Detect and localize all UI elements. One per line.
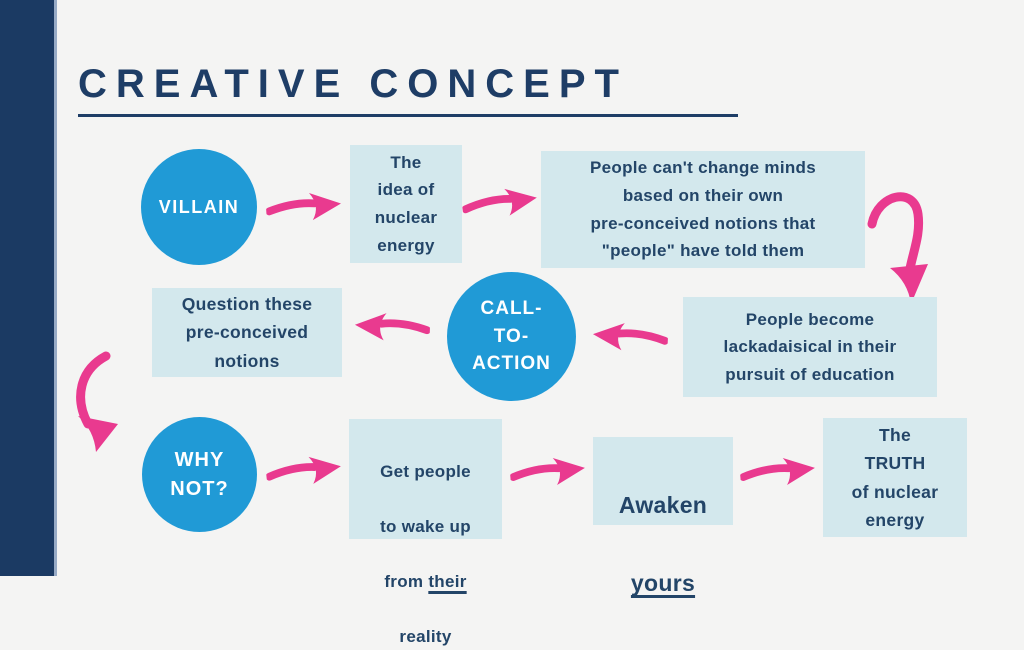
arrow-left-icon	[589, 316, 669, 356]
wake-line-3: from their	[384, 571, 467, 591]
arrow-right-icon	[460, 179, 542, 224]
page-title: CREATIVE CONCEPT	[78, 62, 628, 106]
node-villain: VILLAIN	[141, 149, 257, 265]
node-truth: The TRUTH of nuclear energy	[823, 418, 967, 537]
wake-line-2: to wake up	[380, 516, 471, 536]
awaken-line-1: Awaken	[618, 492, 708, 519]
node-lackadaisical: People become lackadaisical in their pur…	[683, 297, 937, 397]
arrow-right-icon	[509, 450, 590, 493]
node-awaken-yours: Awaken yours	[593, 437, 733, 596]
arrow-curve-down-icon	[76, 351, 118, 452]
arrow-left-icon	[351, 307, 430, 346]
node-idea-of-nuclear-energy: The idea of nuclear energy	[350, 145, 462, 263]
node-call-to-action: CALL- TO- ACTION	[447, 272, 576, 401]
arrow-right-icon	[265, 185, 345, 226]
wake-line-1: Get people	[380, 461, 471, 481]
node-wake-up: Get people to wake up from their reality	[349, 419, 502, 646]
arrow-curve-down-icon	[867, 192, 928, 304]
wake-line-4: reality	[399, 626, 452, 646]
underlined-their: their	[428, 571, 467, 591]
arrow-right-icon	[739, 450, 820, 493]
left-accent-bar	[0, 0, 57, 576]
node-question-notions: Question these pre-conceived notions	[152, 288, 342, 377]
node-why-not: WHY NOT?	[142, 417, 257, 532]
arrow-right-icon	[264, 448, 345, 492]
title-underline	[78, 114, 738, 117]
node-cant-change-minds: People can't change minds based on their…	[541, 151, 865, 268]
underlined-yours: yours	[630, 570, 696, 597]
